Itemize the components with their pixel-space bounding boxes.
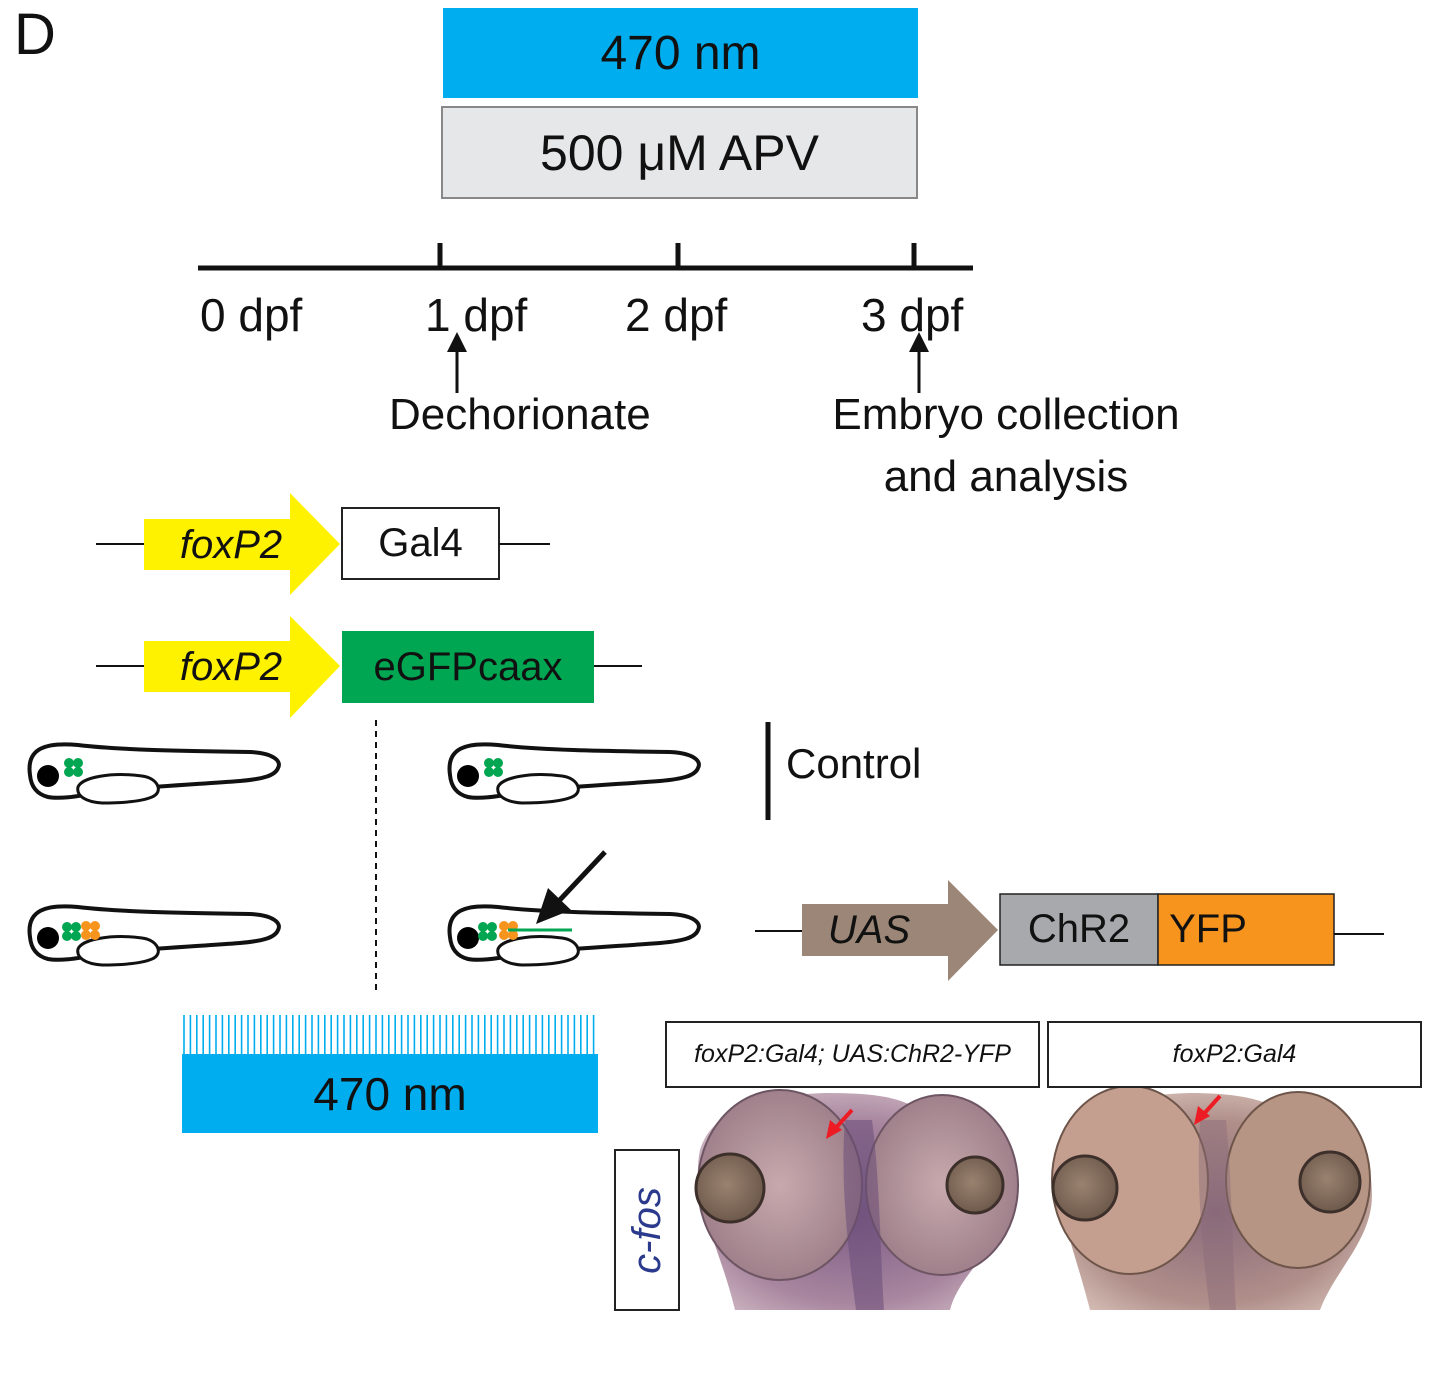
construct2-promoter-label: foxP2 xyxy=(179,644,283,689)
timeline-label-0dpf: 0 dpf xyxy=(200,289,303,341)
timeline-label-3dpf: 3 dpf xyxy=(861,289,964,341)
timeline-label-1dpf: 1 dpf xyxy=(425,289,528,341)
drug-treatment-label: 500 μM APV xyxy=(540,124,819,181)
construct1-promoter-arrow xyxy=(144,493,340,595)
construct2-reporter-label: eGFPcaax xyxy=(373,644,563,689)
construct3-yfp-label: YFP xyxy=(1169,907,1247,951)
timeline-label-2dpf: 2 dpf xyxy=(625,289,728,341)
construct1-promoter-label: foxP2 xyxy=(179,522,283,567)
drug-treatment-bar: 500 μM APV xyxy=(441,106,918,199)
fish-chr2-right xyxy=(447,904,701,967)
construct1-gal4-label: Gal4 xyxy=(378,521,463,565)
projection-pointer-arrow xyxy=(536,850,607,924)
red-arrow-left xyxy=(826,1108,854,1139)
image-label-control: foxP2:Gal4 xyxy=(1047,1021,1422,1088)
red-arrow-right xyxy=(1194,1094,1222,1125)
fish-control-left xyxy=(27,742,281,805)
stimulation-label: 470 nm xyxy=(313,1067,467,1120)
fish-chr2-left xyxy=(27,904,281,967)
stain-label: c-fos xyxy=(624,1186,669,1274)
construct3-uas-arrow xyxy=(802,880,998,981)
brain-image-control xyxy=(1051,1085,1372,1310)
panel-label: D xyxy=(14,2,56,67)
collection-label: Embryo collection and analysis xyxy=(760,384,1252,508)
stimulation-bar xyxy=(182,1054,598,1133)
brain-image-chr2 xyxy=(694,1089,1019,1310)
construct3-chr2-box xyxy=(999,893,1159,966)
construct3-uas-label: UAS xyxy=(827,907,911,952)
control-label: Control xyxy=(786,740,922,787)
construct2-reporter-box xyxy=(342,631,594,703)
collection-label-line2: and analysis xyxy=(883,452,1129,501)
construct3-yfp-box xyxy=(1157,893,1335,966)
image-label-chr2: foxP2:Gal4; UAS:ChR2-YFP xyxy=(665,1021,1040,1088)
construct3-chr2-label: ChR2 xyxy=(1027,907,1131,951)
stimulation-pulse-ticks xyxy=(183,1015,595,1055)
dechorionate-arrow xyxy=(447,332,467,393)
dechorionate-label: Dechorionate xyxy=(389,390,651,439)
light-treatment-label: 470 nm xyxy=(600,26,761,80)
light-treatment-bar: 470 nm xyxy=(443,8,918,98)
fish-control-right xyxy=(447,742,701,805)
collection-label-line1: Embryo collection xyxy=(832,390,1180,439)
collection-arrow xyxy=(909,332,929,393)
construct2-promoter-arrow xyxy=(144,616,340,718)
stain-label-box: c-fos xyxy=(614,1149,680,1311)
